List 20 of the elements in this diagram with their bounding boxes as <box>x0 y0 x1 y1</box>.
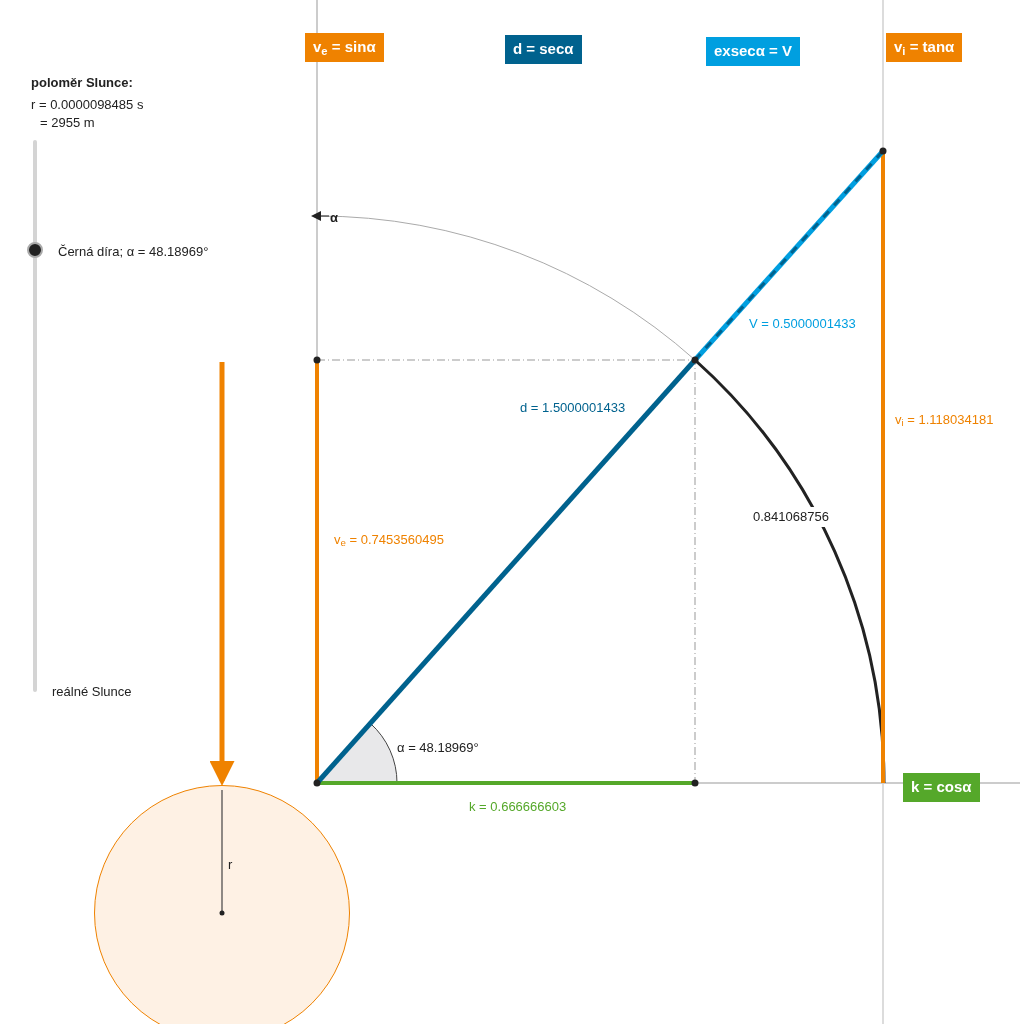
angle-label: α <box>330 209 338 227</box>
value-label: k = 0.666666603 <box>469 798 567 816</box>
slider-label: Černá díra; α = 48.18969° <box>58 243 209 261</box>
value-text: r = 0.0000098485 s <box>31 96 144 114</box>
value-text: = 2955 m <box>40 114 95 132</box>
value-label: v$_{e}$ = 0.7453560495 <box>334 531 444 550</box>
formula-tag: v$_{e}$ = sinα <box>305 33 384 62</box>
value-label: d = 1.5000001433 <box>520 399 626 417</box>
angle-label: α = 48.18969° <box>397 739 479 757</box>
formula-tag: exsecα = V <box>706 37 801 66</box>
arrow <box>209 362 235 786</box>
value-label: 0.841068756 <box>752 507 830 527</box>
radius-label: r <box>228 856 233 874</box>
formula-tag: k = cosα <box>903 773 980 802</box>
value-label: v$_{i}$ = 1.118034181 <box>895 411 994 430</box>
formula-tag: v$_{i}$ = tanα <box>886 33 963 62</box>
slider-label: reálné Slunce <box>52 683 132 701</box>
heading-text: poloměr Slunce: <box>31 74 133 92</box>
formula-tag: d = secα <box>505 35 582 64</box>
value-label: V = 0.5000001433 <box>749 315 856 333</box>
